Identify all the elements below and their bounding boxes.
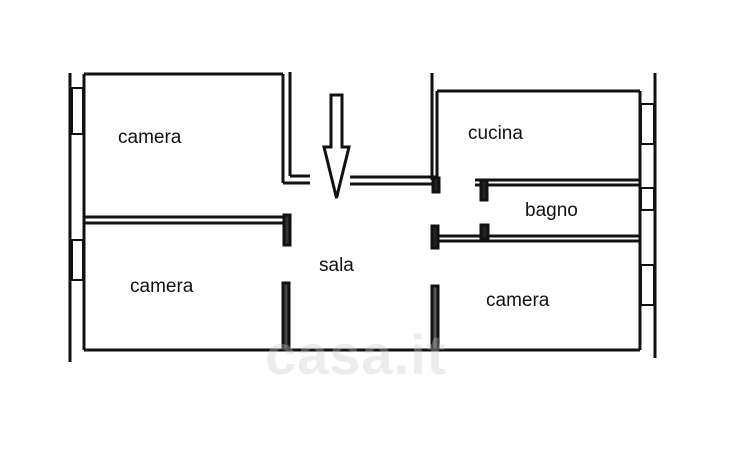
watermark: casa.it: [265, 323, 447, 386]
walls: [68, 72, 657, 362]
room-label-bagno: bagno: [525, 200, 578, 221]
window: [640, 264, 655, 306]
window: [71, 87, 84, 135]
window: [640, 187, 655, 211]
room-label-camera: camera: [130, 276, 194, 297]
room-label-camera: camera: [118, 127, 182, 148]
window: [71, 239, 84, 281]
entrance-arrow-icon: [322, 93, 351, 199]
room-label-camera: camera: [486, 290, 550, 311]
window: [640, 103, 655, 145]
room-label-cucina: cucina: [468, 123, 523, 144]
room-label-sala: sala: [319, 255, 354, 276]
